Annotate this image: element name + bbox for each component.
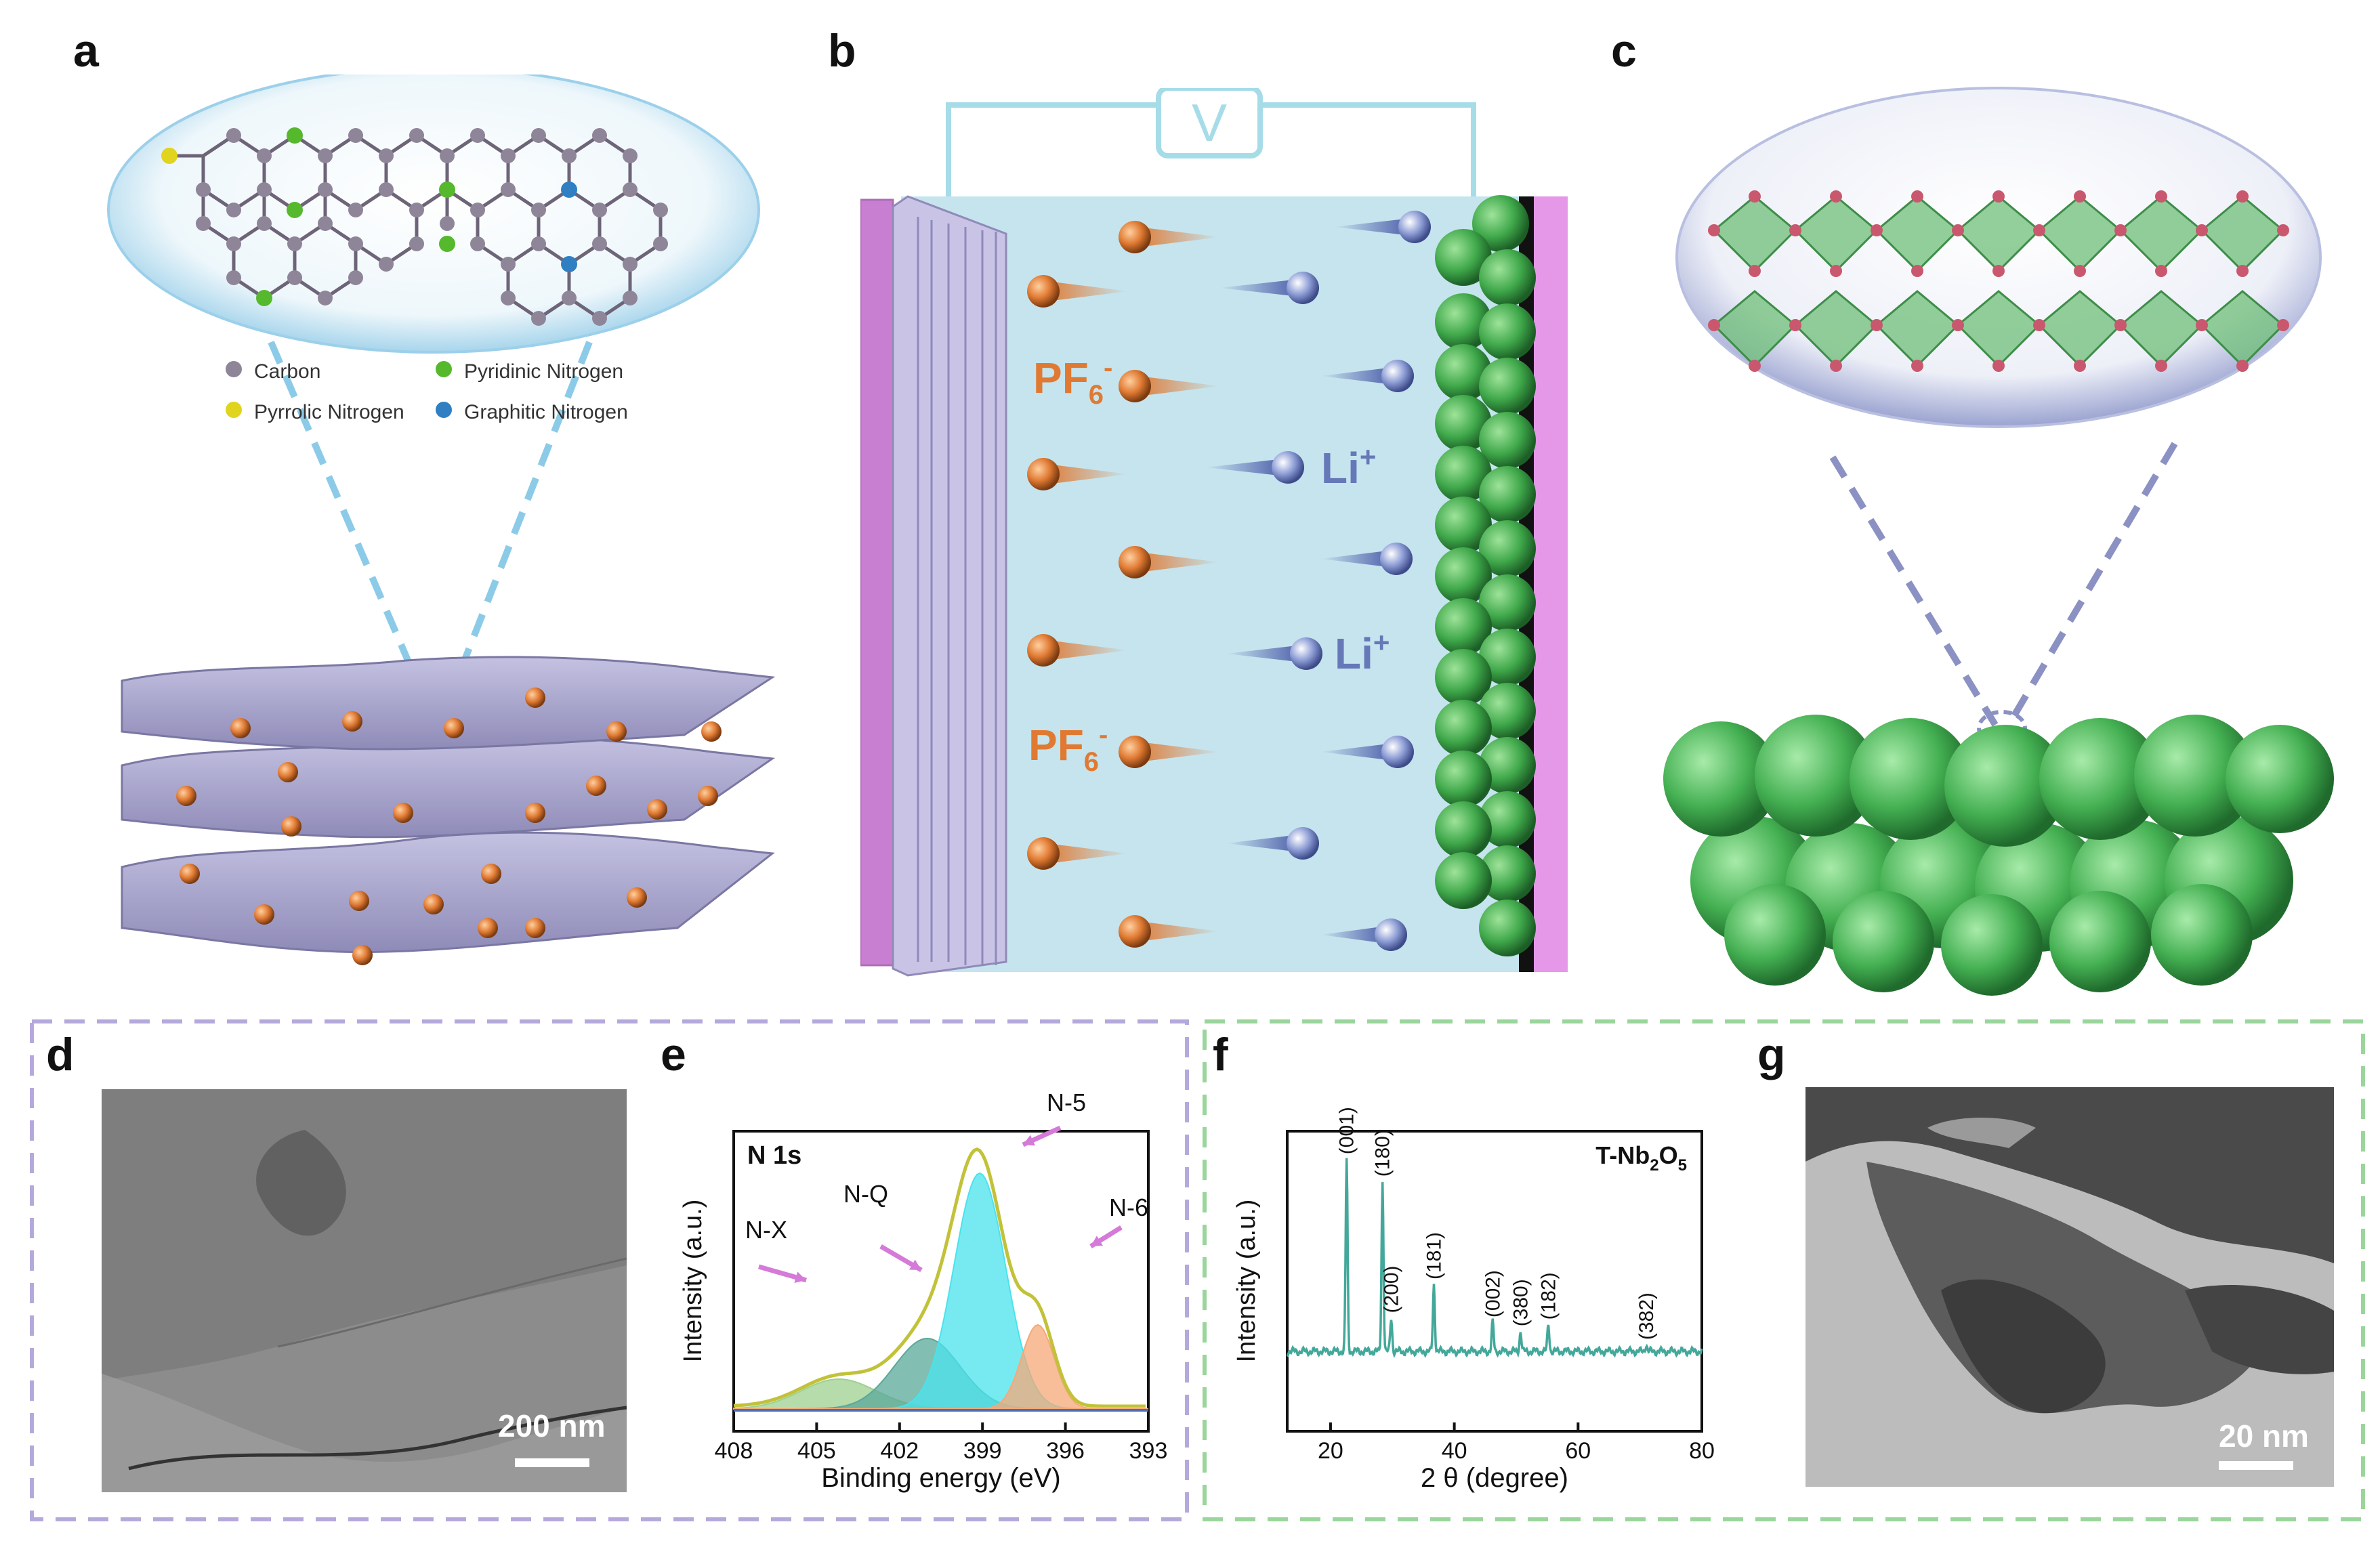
panel-d-tem-image: 200 nm xyxy=(102,1089,627,1492)
panel-label-b: b xyxy=(828,25,856,77)
legend-carbon-marker xyxy=(226,361,242,377)
legend-pyridinic: Pyridinic Nitrogen xyxy=(464,360,623,383)
xps-pointer-arrowhead xyxy=(909,1259,921,1270)
cathode-collector xyxy=(1532,196,1568,972)
xrd-x-tick-label: 60 xyxy=(1565,1438,1591,1464)
panel-c-illustration xyxy=(1663,87,2334,996)
carbon-sheets xyxy=(121,656,776,965)
nb2o5-nanoparticles xyxy=(1663,715,2334,996)
xps-x-tick-label: 393 xyxy=(1129,1438,1168,1464)
xrd-peak-label: (001) xyxy=(1336,1107,1358,1154)
voltmeter-label: V xyxy=(1192,93,1227,152)
voltmeter-box xyxy=(1156,88,1263,159)
legend-pyrrolic: Pyrrolic Nitrogen xyxy=(254,401,404,423)
xps-pointer-arrowhead xyxy=(1023,1135,1035,1146)
scalebar-d xyxy=(515,1458,589,1467)
xps-x-tick-label: 396 xyxy=(1046,1438,1085,1464)
xrd-x-axis-label: 2 θ (degree) xyxy=(1421,1463,1568,1493)
panel-label-g: g xyxy=(1757,1029,1786,1080)
panel-b-illustration: V xyxy=(860,88,1568,977)
panel-label-f: f xyxy=(1213,1029,1228,1080)
xps-pointer-arrowhead xyxy=(794,1271,806,1283)
xrd-pattern xyxy=(1286,1158,1703,1359)
legend-carbon: Carbon xyxy=(254,360,320,383)
cation-label-lower: Li+ xyxy=(1335,627,1390,678)
xrd-x-ticks: 20 40 60 80 xyxy=(1318,1422,1715,1464)
li-cations xyxy=(1206,211,1431,951)
cathode-particles xyxy=(1435,195,1536,956)
xps-peak-label-n-x: N-X xyxy=(745,1216,787,1244)
xps-x-tick-label: 408 xyxy=(715,1438,753,1464)
xrd-x-tick-label: 80 xyxy=(1689,1438,1715,1464)
xps-peak-labels: N-X N-Q N-5N-6 xyxy=(745,1089,1148,1283)
xps-envelope xyxy=(733,1147,1146,1408)
anode-collector xyxy=(860,198,894,967)
xps-peak-label-n-6: N-6 xyxy=(1109,1194,1148,1221)
panel-label-e: e xyxy=(661,1029,686,1080)
xrd-peak-labels: (001) (180) (200) (181) (002)(380)(182) (382) xyxy=(1336,1107,1658,1340)
anion-label-lower: PF6- xyxy=(1028,720,1108,777)
panel-label-c: c xyxy=(1611,25,1637,77)
legend-pyridinic-marker xyxy=(436,361,452,377)
xrd-peak-label: (382) xyxy=(1635,1292,1658,1340)
lattice-legend: Carbon Pyridinic Nitrogen Pyrrolic Nitro… xyxy=(226,360,628,423)
legend-graphitic-marker xyxy=(436,402,452,418)
cation-label-upper: Li+ xyxy=(1321,441,1376,492)
panel-g-tem-image: 20 nm xyxy=(1805,1087,2334,1487)
xps-peak-label-n-q: N-Q xyxy=(843,1180,888,1208)
dashed-box-nb2o5 xyxy=(1203,1019,2365,1521)
panel-e-xps-chart: N 1s N-X N-Q N-5N-6 408 405 402 399 396 393 Bin… xyxy=(679,1089,1168,1493)
scalebar-label-g: 20 nm xyxy=(2219,1418,2309,1454)
panel-label-a: a xyxy=(73,25,99,77)
legend-graphitic: Graphitic Nitrogen xyxy=(464,401,628,423)
xrd-peak-label: (200) xyxy=(1380,1265,1402,1313)
nb-octahedra xyxy=(1712,195,2285,368)
anion-label-upper: PF6- xyxy=(1033,353,1112,410)
plot-frame-f xyxy=(1286,1130,1703,1433)
oxygen-atoms xyxy=(1708,190,2289,372)
dashed-box-carbon xyxy=(30,1019,1189,1521)
xrd-x-tick-label: 40 xyxy=(1442,1438,1467,1464)
legend-pyrrolic-marker xyxy=(226,402,242,418)
panel-label-d: d xyxy=(46,1029,75,1080)
xps-x-tick-label: 405 xyxy=(797,1438,836,1464)
xps-title: N 1s xyxy=(747,1141,801,1170)
lattice-atoms xyxy=(161,127,668,326)
xrd-peak-label: (380) xyxy=(1509,1279,1532,1326)
xps-x-ticks: 408 405 402 399 396 393 xyxy=(715,1422,1168,1464)
xps-y-axis-label: Intensity (a.u.) xyxy=(679,1200,707,1363)
panel-f-xrd-chart: (001) (180) (200) (181) (002)(380)(182) (382)… xyxy=(1232,1107,1715,1493)
scalebar-g xyxy=(2219,1461,2293,1470)
xrd-y-axis-label: Intensity (a.u.) xyxy=(1232,1200,1261,1363)
xrd-x-tick-label: 20 xyxy=(1318,1438,1343,1464)
xps-x-tick-label: 402 xyxy=(880,1438,919,1464)
xrd-title: T-Nb2O5 xyxy=(1595,1141,1687,1175)
panel-a-illustration: Carbon Pyridinic Nitrogen Pyrrolic Nitro… xyxy=(107,75,776,965)
pf6-anions xyxy=(1027,221,1219,948)
xps-peak-label-n-5: N-5 xyxy=(1047,1089,1086,1116)
xrd-peak-label: (180) xyxy=(1372,1129,1394,1177)
xps-pointer-arrowhead xyxy=(1091,1236,1103,1246)
xps-x-axis-label: Binding energy (eV) xyxy=(821,1463,1061,1493)
scalebar-label-d: 200 nm xyxy=(498,1408,606,1443)
magnifier-bubble xyxy=(107,75,760,354)
xps-x-tick-label: 399 xyxy=(963,1438,1002,1464)
xrd-peak-label: (002) xyxy=(1482,1270,1504,1317)
xrd-peak-label: (182) xyxy=(1537,1272,1560,1320)
xrd-peak-label: (181) xyxy=(1423,1232,1445,1280)
